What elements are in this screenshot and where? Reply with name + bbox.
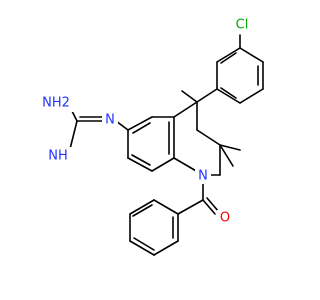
bond	[151, 157, 175, 172]
bond	[239, 88, 264, 104]
bond	[69, 120, 78, 150]
molecule-canvas: Cl NH2 NH N N O	[42, 17, 264, 256]
carbonyl-oxygen-label: O	[220, 211, 230, 226]
ring-nitrogen-label: N	[198, 169, 208, 184]
bond	[196, 129, 221, 146]
bond	[219, 144, 241, 151]
bond	[129, 199, 155, 215]
bond	[127, 116, 153, 131]
atom-labels: Cl NH2 NH N N O	[42, 17, 253, 226]
bond	[133, 237, 155, 251]
structure-diagram: Cl NH2 NH N N O	[42, 17, 264, 256]
bond	[220, 52, 237, 64]
bond	[129, 240, 155, 256]
bond	[153, 240, 179, 256]
bond	[127, 157, 153, 172]
bond	[216, 47, 241, 63]
bond	[202, 199, 216, 215]
chlorine-atom-label: Cl	[236, 18, 249, 33]
bonds	[69, 34, 264, 256]
bond	[173, 101, 198, 118]
bond	[216, 88, 241, 104]
bond	[206, 197, 220, 213]
bond	[153, 199, 179, 215]
bond	[132, 204, 153, 217]
bond	[239, 47, 264, 63]
bond	[132, 122, 151, 134]
bond	[177, 199, 204, 215]
amine-nitrogen-label: NH2	[42, 96, 70, 111]
bond	[196, 88, 218, 103]
bond	[131, 154, 151, 166]
bond	[181, 90, 198, 103]
linking-nitrogen-label: N	[105, 113, 115, 128]
imine-nitrogen-label: NH	[48, 149, 68, 164]
bond	[219, 144, 234, 167]
bond	[220, 87, 237, 99]
